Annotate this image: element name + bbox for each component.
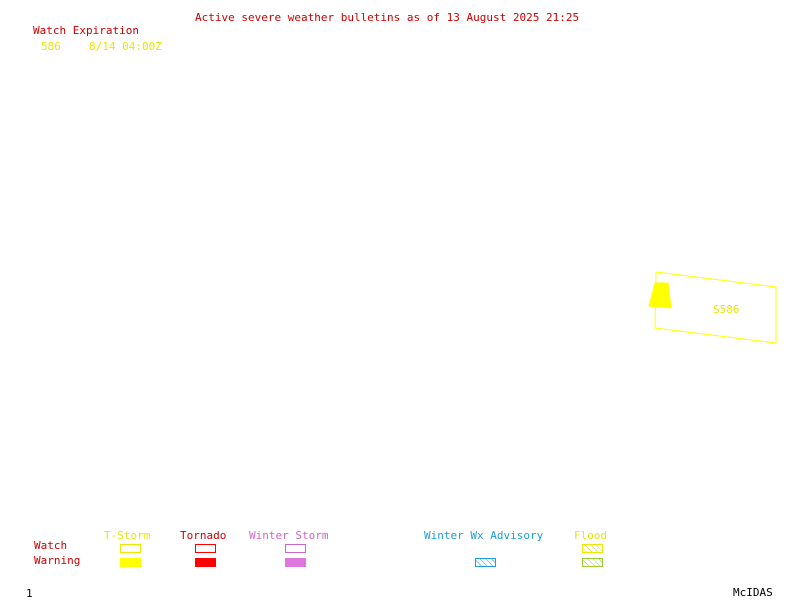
legend-flood-warning-swatch [582,558,603,567]
legend-flood-watch-swatch [582,544,603,553]
legend-row-warning: Warning [34,554,81,567]
legend-winter-adv-warning-swatch [475,558,496,567]
legend-category-flood: Flood [574,529,608,542]
watch-expiration-time: 8/14 04:00Z [89,40,162,53]
legend-tstorm-watch-swatch [120,544,141,553]
watch-box-label: S586 [713,303,740,316]
legend-tstorm-warning-swatch [120,558,141,567]
legend-winter-storm-warning-swatch [285,558,306,567]
legend-tornado-warning-swatch [195,558,216,567]
legend-category-winter-storm: Winter Storm [249,529,329,542]
frame-number: 1 [26,587,33,600]
legend-category-winter-advisory: Winter Wx Advisory [424,529,544,542]
watch-table-heading: Watch Expiration [33,24,139,37]
storm-warning-area[interactable] [648,282,672,309]
page-title: Active severe weather bulletins as of 13… [195,11,580,24]
brand-label: McIDAS [733,586,773,599]
legend-winter-storm-watch-swatch [285,544,306,553]
legend-category-tornado: Tornado [180,529,227,542]
watch-box-polygon[interactable] [654,271,777,344]
watch-number: 586 [41,40,61,53]
legend-tornado-watch-swatch [195,544,216,553]
legend-category-tstorm: T-Storm [104,529,151,542]
legend-row-watch: Watch [34,539,68,552]
